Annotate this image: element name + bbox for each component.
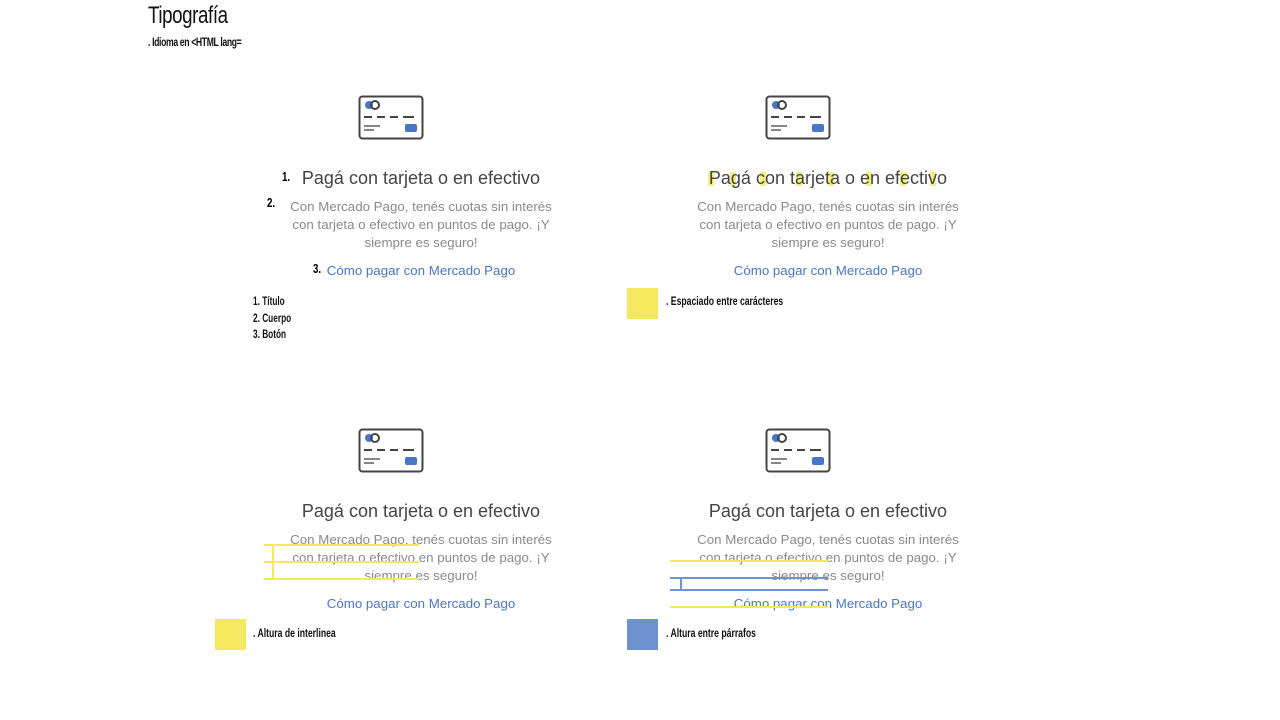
panel-body: Con Mercado Pago, tenés cuotas sin inter… xyxy=(290,199,552,250)
paragraph-guide-blue xyxy=(670,589,828,591)
letter-spacing-marker xyxy=(900,172,906,186)
subtitle-prefix: . Idioma en xyxy=(148,35,192,49)
letter-spacing-marker xyxy=(796,172,802,186)
letter-spacing-marker xyxy=(730,172,736,186)
page-title: Tipografía xyxy=(148,2,228,29)
panel-title: Pagá con tarjeta o en efectivo xyxy=(708,501,948,521)
letter-spacing-marker xyxy=(866,172,872,186)
legend-paragraph-spacing: . Altura entre párrafos xyxy=(666,626,756,640)
legend-line-height: . Altura de interlinea xyxy=(253,626,336,640)
yellow-swatch xyxy=(215,619,246,650)
panel-paragraph-spacing: Pagá con tarjeta o en efectivo Con Merca… xyxy=(668,428,988,628)
legend-list-item: 3. Botón xyxy=(253,329,287,341)
legend-list: 1. Título 2. Cuerpo 3. Botón xyxy=(253,294,291,344)
page-subtitle: . Idioma en <HTML lang= xyxy=(148,35,242,49)
panel-link[interactable]: Cómo pagar con Mercado Pago xyxy=(326,596,516,611)
yellow-swatch xyxy=(627,288,658,319)
letter-spacing-marker xyxy=(760,172,766,186)
legend-list-item: 2. Cuerpo xyxy=(253,312,292,325)
panel-link[interactable]: Cómo pagar con Mercado Pago xyxy=(733,596,923,611)
legend-list-item: 1. Título xyxy=(253,296,285,308)
line-height-guide xyxy=(264,578,419,580)
panel-letter-spacing: Pagá con tarjeta o en efectivo Con Merca… xyxy=(668,95,988,295)
credit-card-icon xyxy=(358,428,424,473)
paragraph-guide-yellow xyxy=(670,560,828,562)
paragraph-guide-blue xyxy=(670,577,828,579)
panel-link[interactable]: Cómo pagar con Mercado Pago xyxy=(326,263,516,278)
subtitle-code: <HTML lang= xyxy=(191,35,242,49)
panel-link[interactable]: Cómo pagar con Mercado Pago xyxy=(733,263,923,278)
panel-typography-levels: Pagá con tarjeta o en efectivo Con Merca… xyxy=(261,95,581,295)
credit-card-icon xyxy=(358,95,424,140)
panel-line-height: Pagá con tarjeta o en efectivo Con Merca… xyxy=(261,428,581,628)
panel-title: Pagá con tarjeta o en efectivo xyxy=(708,168,948,188)
blue-swatch xyxy=(627,619,658,650)
panel-title: Pagá con tarjeta o en efectivo xyxy=(301,501,541,521)
marker-number-1: 1. xyxy=(282,169,291,184)
paragraph-guide-yellow xyxy=(670,606,828,608)
marker-number-3: 3. xyxy=(313,261,322,276)
legend-letter-spacing: . Espaciado entre carácteres xyxy=(666,294,784,308)
paragraph-bracket xyxy=(680,577,682,591)
panel-title: Pagá con tarjeta o en efectivo xyxy=(301,168,541,188)
marker-number-2: 2. xyxy=(267,195,276,210)
letter-spacing-marker xyxy=(930,172,936,186)
line-height-guide xyxy=(264,544,419,546)
line-height-guide xyxy=(264,561,419,563)
panel-body: Con Mercado Pago, tenés cuotas sin inter… xyxy=(697,199,959,250)
panel-body: Con Mercado Pago, tenés cuotas sin inter… xyxy=(290,532,552,583)
line-height-bracket xyxy=(272,544,274,580)
credit-card-icon xyxy=(765,95,831,140)
letter-spacing-marker xyxy=(828,172,834,186)
credit-card-icon xyxy=(765,428,831,473)
letter-spacing-marker xyxy=(708,172,714,186)
